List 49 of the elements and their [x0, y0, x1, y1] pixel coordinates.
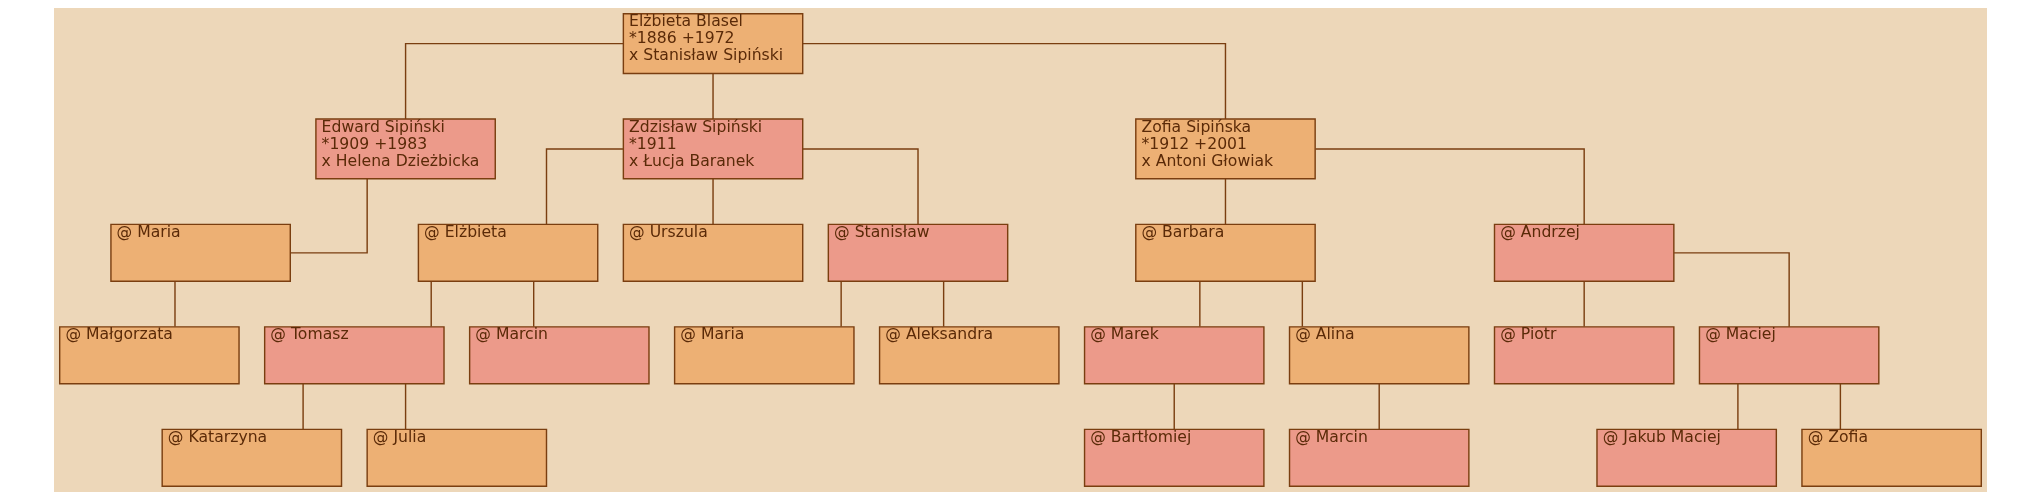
connector — [1173, 383, 1175, 430]
connector — [839, 280, 842, 328]
node-box: Edward Sipiński *1909 +1983 x Helena Dzieżbicka — [314, 118, 496, 180]
node-box: @ Katarzyna — [160, 428, 342, 487]
connector — [711, 72, 714, 120]
node-box: Zofia Sipińska *1912 +2001 x Antoni Głowiak — [1134, 118, 1316, 180]
node-box: @ Zofia — [1800, 428, 1982, 487]
connector — [1378, 383, 1380, 430]
connector — [430, 280, 432, 328]
node-box: @ Marek — [1083, 326, 1265, 385]
node-box: @ Julia — [365, 428, 547, 487]
node-box: @ Maciej — [1698, 326, 1880, 385]
connector — [801, 148, 919, 225]
node-box: @ Barbara — [1134, 223, 1316, 283]
connector — [289, 178, 368, 254]
node-box: Elżbieta Blasel *1886 +1972 x Stanisław Sipiński — [622, 13, 803, 75]
node-box: @ Marcin — [1288, 428, 1470, 487]
node-box: @ Piotr — [1493, 326, 1675, 385]
connector — [1301, 280, 1303, 328]
node-box: @ Maria — [109, 223, 291, 283]
node-box: @ Alina — [1288, 326, 1470, 385]
connector — [1224, 178, 1226, 225]
node-box: @ Jakub Maciej — [1595, 428, 1777, 487]
node-box: @ Andrzej — [1493, 223, 1675, 283]
connector — [1672, 252, 1790, 328]
connector — [173, 280, 176, 328]
node-box: @ Marcin — [468, 326, 650, 385]
connector — [545, 148, 624, 225]
node-box: Zdzisław Sipiński *1911 x Łucja Baranek — [622, 118, 803, 180]
connector — [1582, 280, 1585, 328]
connector — [301, 383, 304, 430]
node-box: @ Maria — [673, 326, 855, 385]
connector — [711, 178, 714, 225]
connector — [1314, 148, 1585, 225]
connector — [404, 42, 624, 120]
connector — [1198, 280, 1201, 328]
connector — [1736, 383, 1739, 430]
node-box: @ Urszula — [622, 223, 803, 283]
connector — [532, 280, 534, 328]
node-box: @ Aleksandra — [878, 326, 1060, 385]
connector — [404, 383, 406, 430]
node-box: @ Bartłomiej — [1083, 428, 1265, 487]
node-box: @ Tomasz — [263, 326, 445, 385]
node-box: @ Małgorzata — [58, 326, 240, 385]
connector — [942, 280, 944, 328]
node-box: @ Elżbieta — [417, 223, 598, 283]
node-box: @ Stanisław — [827, 223, 1008, 283]
connector — [801, 42, 1226, 120]
connector — [1839, 383, 1841, 430]
